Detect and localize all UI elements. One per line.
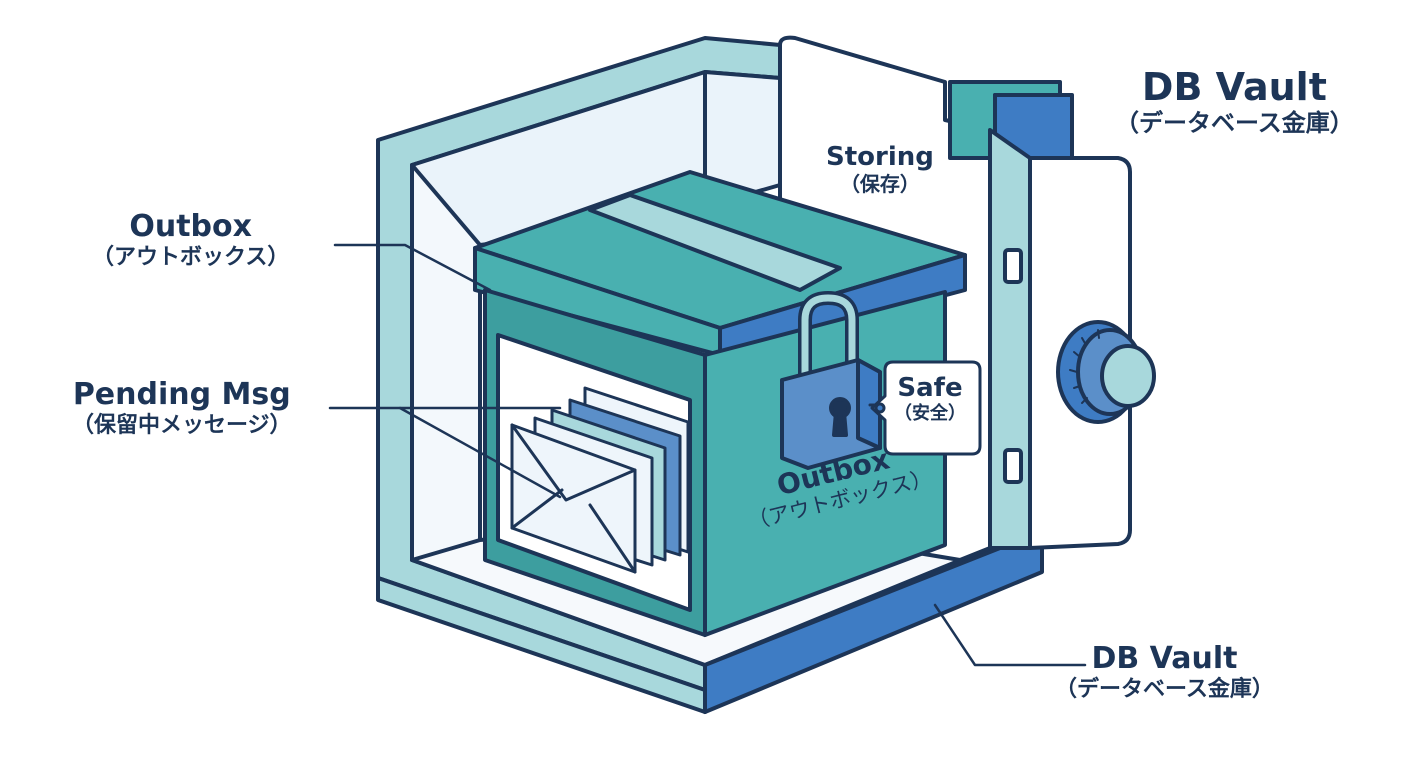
- label-db-vault-top-jp: （データベース金庫）: [1115, 108, 1354, 137]
- label-db-vault-bottom-jp: （データベース金庫）: [1055, 676, 1274, 702]
- hinge-icon: [1003, 248, 1023, 284]
- leader-lines: [328, 243, 1087, 667]
- hinge-icon: [1003, 448, 1023, 484]
- label-storing: Storing （保存）: [826, 142, 934, 196]
- label-db-vault-top: DB Vault （データベース金庫）: [1115, 65, 1354, 137]
- label-safe: Safe （安全）: [894, 373, 966, 425]
- label-outbox-side: Outbox （アウトボックス）: [92, 209, 290, 270]
- label-pending-msg-en: Pending Msg: [72, 377, 291, 412]
- label-outbox-side-en: Outbox: [129, 209, 252, 244]
- label-db-vault-top-en: DB Vault: [1141, 65, 1327, 109]
- safe-tag: [868, 360, 982, 456]
- label-db-vault-bottom: DB Vault （データベース金庫）: [1055, 641, 1274, 702]
- label-storing-jp: （保存）: [839, 171, 920, 196]
- label-outbox-side-jp: （アウトボックス）: [92, 244, 290, 270]
- label-storing-en: Storing: [826, 142, 934, 172]
- label-pending-msg: Pending Msg （保留中メッセージ）: [72, 377, 292, 438]
- envelope-icon: [510, 386, 690, 574]
- label-safe-jp: （安全）: [894, 402, 966, 424]
- label-safe-en: Safe: [897, 373, 963, 403]
- label-db-vault-bottom-en: DB Vault: [1091, 641, 1238, 676]
- label-pending-msg-jp: （保留中メッセージ）: [72, 412, 292, 438]
- combination-dial-icon: [1056, 320, 1156, 424]
